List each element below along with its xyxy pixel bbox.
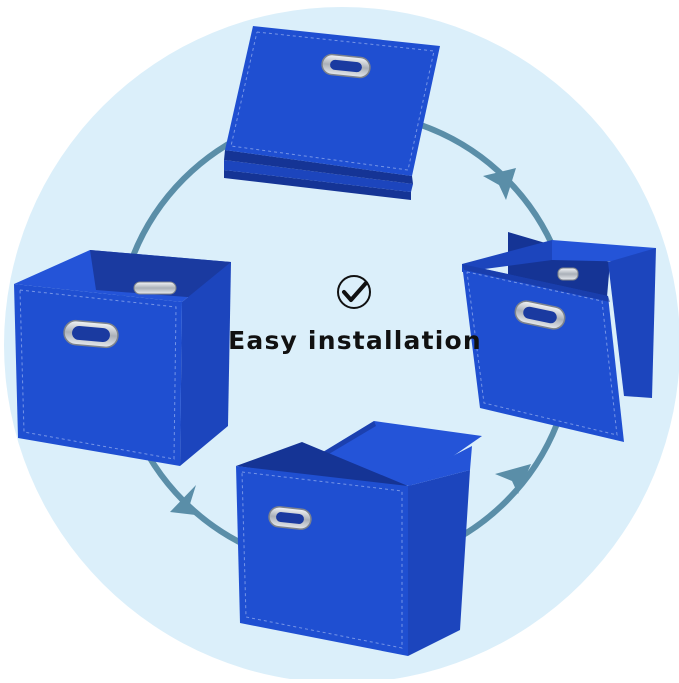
step-unfolding xyxy=(462,232,656,442)
metal-handle-icon xyxy=(63,319,119,349)
metal-handle-icon xyxy=(321,53,371,79)
metal-handle-icon xyxy=(268,506,312,530)
step-assembled-cube xyxy=(14,250,231,466)
check-circle-icon xyxy=(337,275,371,309)
headline: Easy installation xyxy=(228,326,482,355)
arrowhead-icon xyxy=(170,485,204,516)
metal-handle-icon xyxy=(514,300,566,330)
step-opening-flaps xyxy=(236,421,482,656)
arrowhead-icon xyxy=(495,464,531,494)
step-folded-flat xyxy=(224,26,440,200)
arrowhead-icon xyxy=(483,168,516,200)
